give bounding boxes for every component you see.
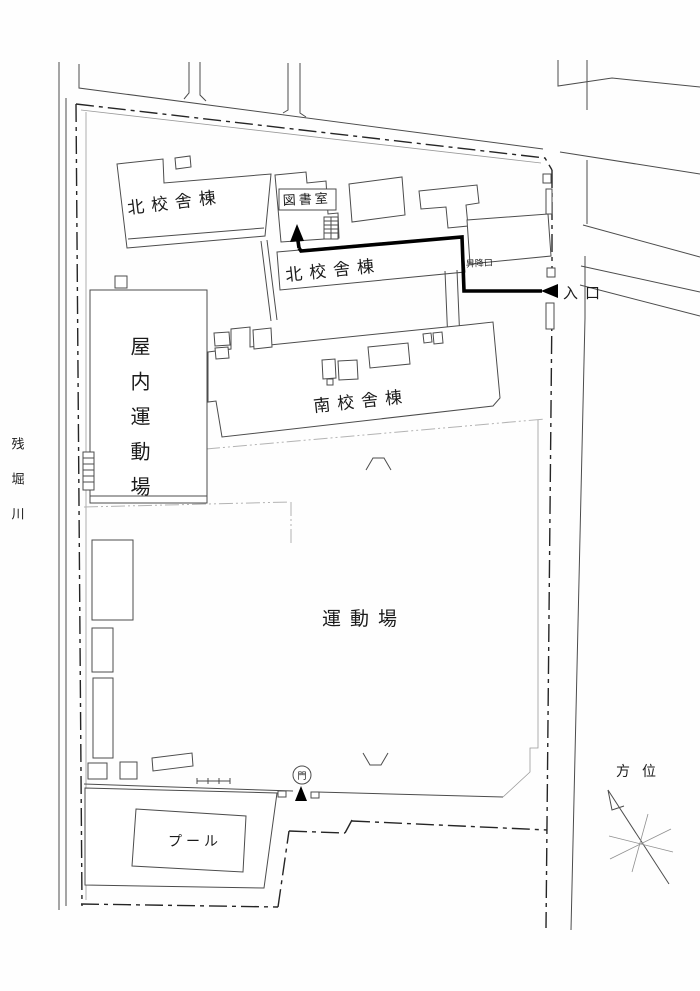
route-arrow-entrance [541, 284, 558, 298]
shoe-entrance-label: 昇降口 [466, 257, 494, 269]
gym-steps-icon [82, 451, 95, 491]
inner-fences [83, 418, 546, 798]
river-label: 残堀川 [10, 437, 25, 542]
gym-building-shape [89, 289, 208, 504]
stairs-icon [323, 216, 339, 240]
library-label-box [278, 188, 337, 211]
gate-arrow [295, 786, 307, 801]
school-boundary [75, 103, 556, 929]
gate-label: 門 [297, 771, 306, 781]
gate-marker [277, 765, 320, 801]
compass [607, 789, 674, 885]
route-to-library [290, 224, 558, 298]
entrance-label: 入口 [563, 285, 607, 302]
gym-label: 屋内運動場 [127, 336, 150, 511]
compass-north-arrow [607, 789, 670, 885]
bench-marks [196, 778, 231, 784]
field-marks [362, 457, 392, 766]
buildings [82, 155, 552, 889]
pool-shape [131, 808, 247, 873]
shoe-entrance-building-shape [466, 213, 552, 265]
field-label: 運動場 [322, 608, 406, 630]
road-network [58, 60, 700, 931]
library-label: 図書室 [282, 191, 331, 208]
route-path [297, 235, 542, 293]
route-arrow-library [290, 224, 304, 242]
compass-label: 方位 [616, 763, 668, 779]
pool-label: プール [168, 833, 222, 849]
north-building-upper-shape [116, 158, 272, 249]
